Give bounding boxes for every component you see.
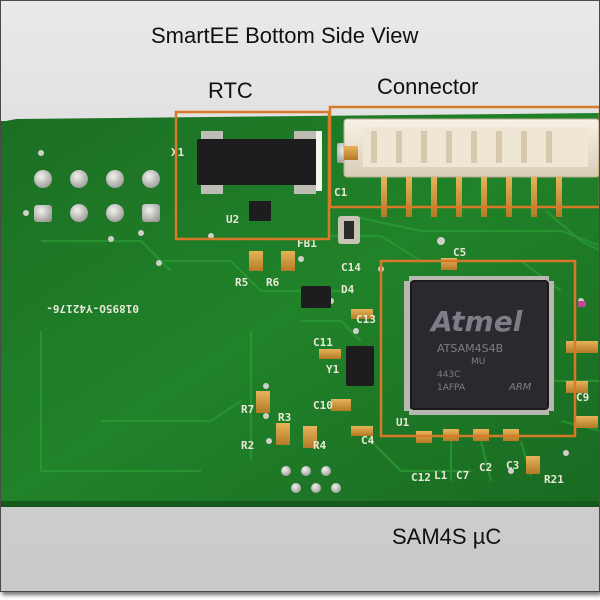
silk-r6: R6 xyxy=(266,276,280,289)
silk-c7: C7 xyxy=(456,469,469,482)
header-pads xyxy=(34,170,160,222)
silk-c10: C10 xyxy=(313,399,333,412)
mcu-box xyxy=(379,259,577,438)
silk-c1: C1 xyxy=(334,186,348,199)
silk-r7: R7 xyxy=(241,403,254,416)
mcu-chip: Atmel ATSAM4S4B MU 443C 1AFPA ARM xyxy=(404,276,554,415)
silk-x1: X1 xyxy=(171,146,185,159)
silk-r2: R2 xyxy=(241,439,254,452)
silk-u2: U2 xyxy=(226,213,239,226)
silk-r21: R21 xyxy=(544,473,564,486)
bottom-pads xyxy=(281,466,341,493)
chip-suffix: MU xyxy=(471,357,485,367)
silk-c2: C2 xyxy=(479,461,492,474)
silk-r4: R4 xyxy=(313,439,327,452)
chip-code-1: 443C xyxy=(437,370,460,380)
silk-r5: R5 xyxy=(235,276,248,289)
silkscreen-labels: X1 U2 C1 FB1 C14 R6 R5 D4 C5 C13 C11 Y1 … xyxy=(171,146,589,486)
chip-arm: ARM xyxy=(508,382,532,393)
silk-d4: D4 xyxy=(341,283,355,296)
pcb-edge xyxy=(1,501,599,507)
rtc-chip xyxy=(197,131,322,221)
silk-c14: C14 xyxy=(341,261,361,274)
rtc-label: RTC xyxy=(208,78,253,103)
silk-c9: C9 xyxy=(576,391,589,404)
board-marking: 01895O-Y42176- xyxy=(46,302,139,315)
page-title: SmartEE Bottom Side View xyxy=(151,23,419,48)
silk-l1: L1 xyxy=(434,469,448,482)
chip-part: ATSAM4S4B xyxy=(437,342,503,355)
silk-c4: C4 xyxy=(361,434,375,447)
silk-c11: C11 xyxy=(313,336,333,349)
mcu-label: SAM4S µC xyxy=(392,524,502,549)
silk-c5: C5 xyxy=(453,246,466,259)
silk-c13: C13 xyxy=(356,313,376,326)
chip-code-2: 1AFPA xyxy=(437,383,466,393)
silk-c12: C12 xyxy=(411,471,431,484)
connector-label: Connector xyxy=(377,74,479,99)
connector-box xyxy=(328,105,599,209)
silk-c3: C3 xyxy=(506,459,519,472)
highlight-boxes xyxy=(174,105,599,438)
silk-r3: R3 xyxy=(278,411,291,424)
silk-u1: U1 xyxy=(396,416,410,429)
connector-part xyxy=(343,118,599,217)
chip-brand: Atmel xyxy=(429,305,523,338)
silk-y1: Y1 xyxy=(326,363,340,376)
